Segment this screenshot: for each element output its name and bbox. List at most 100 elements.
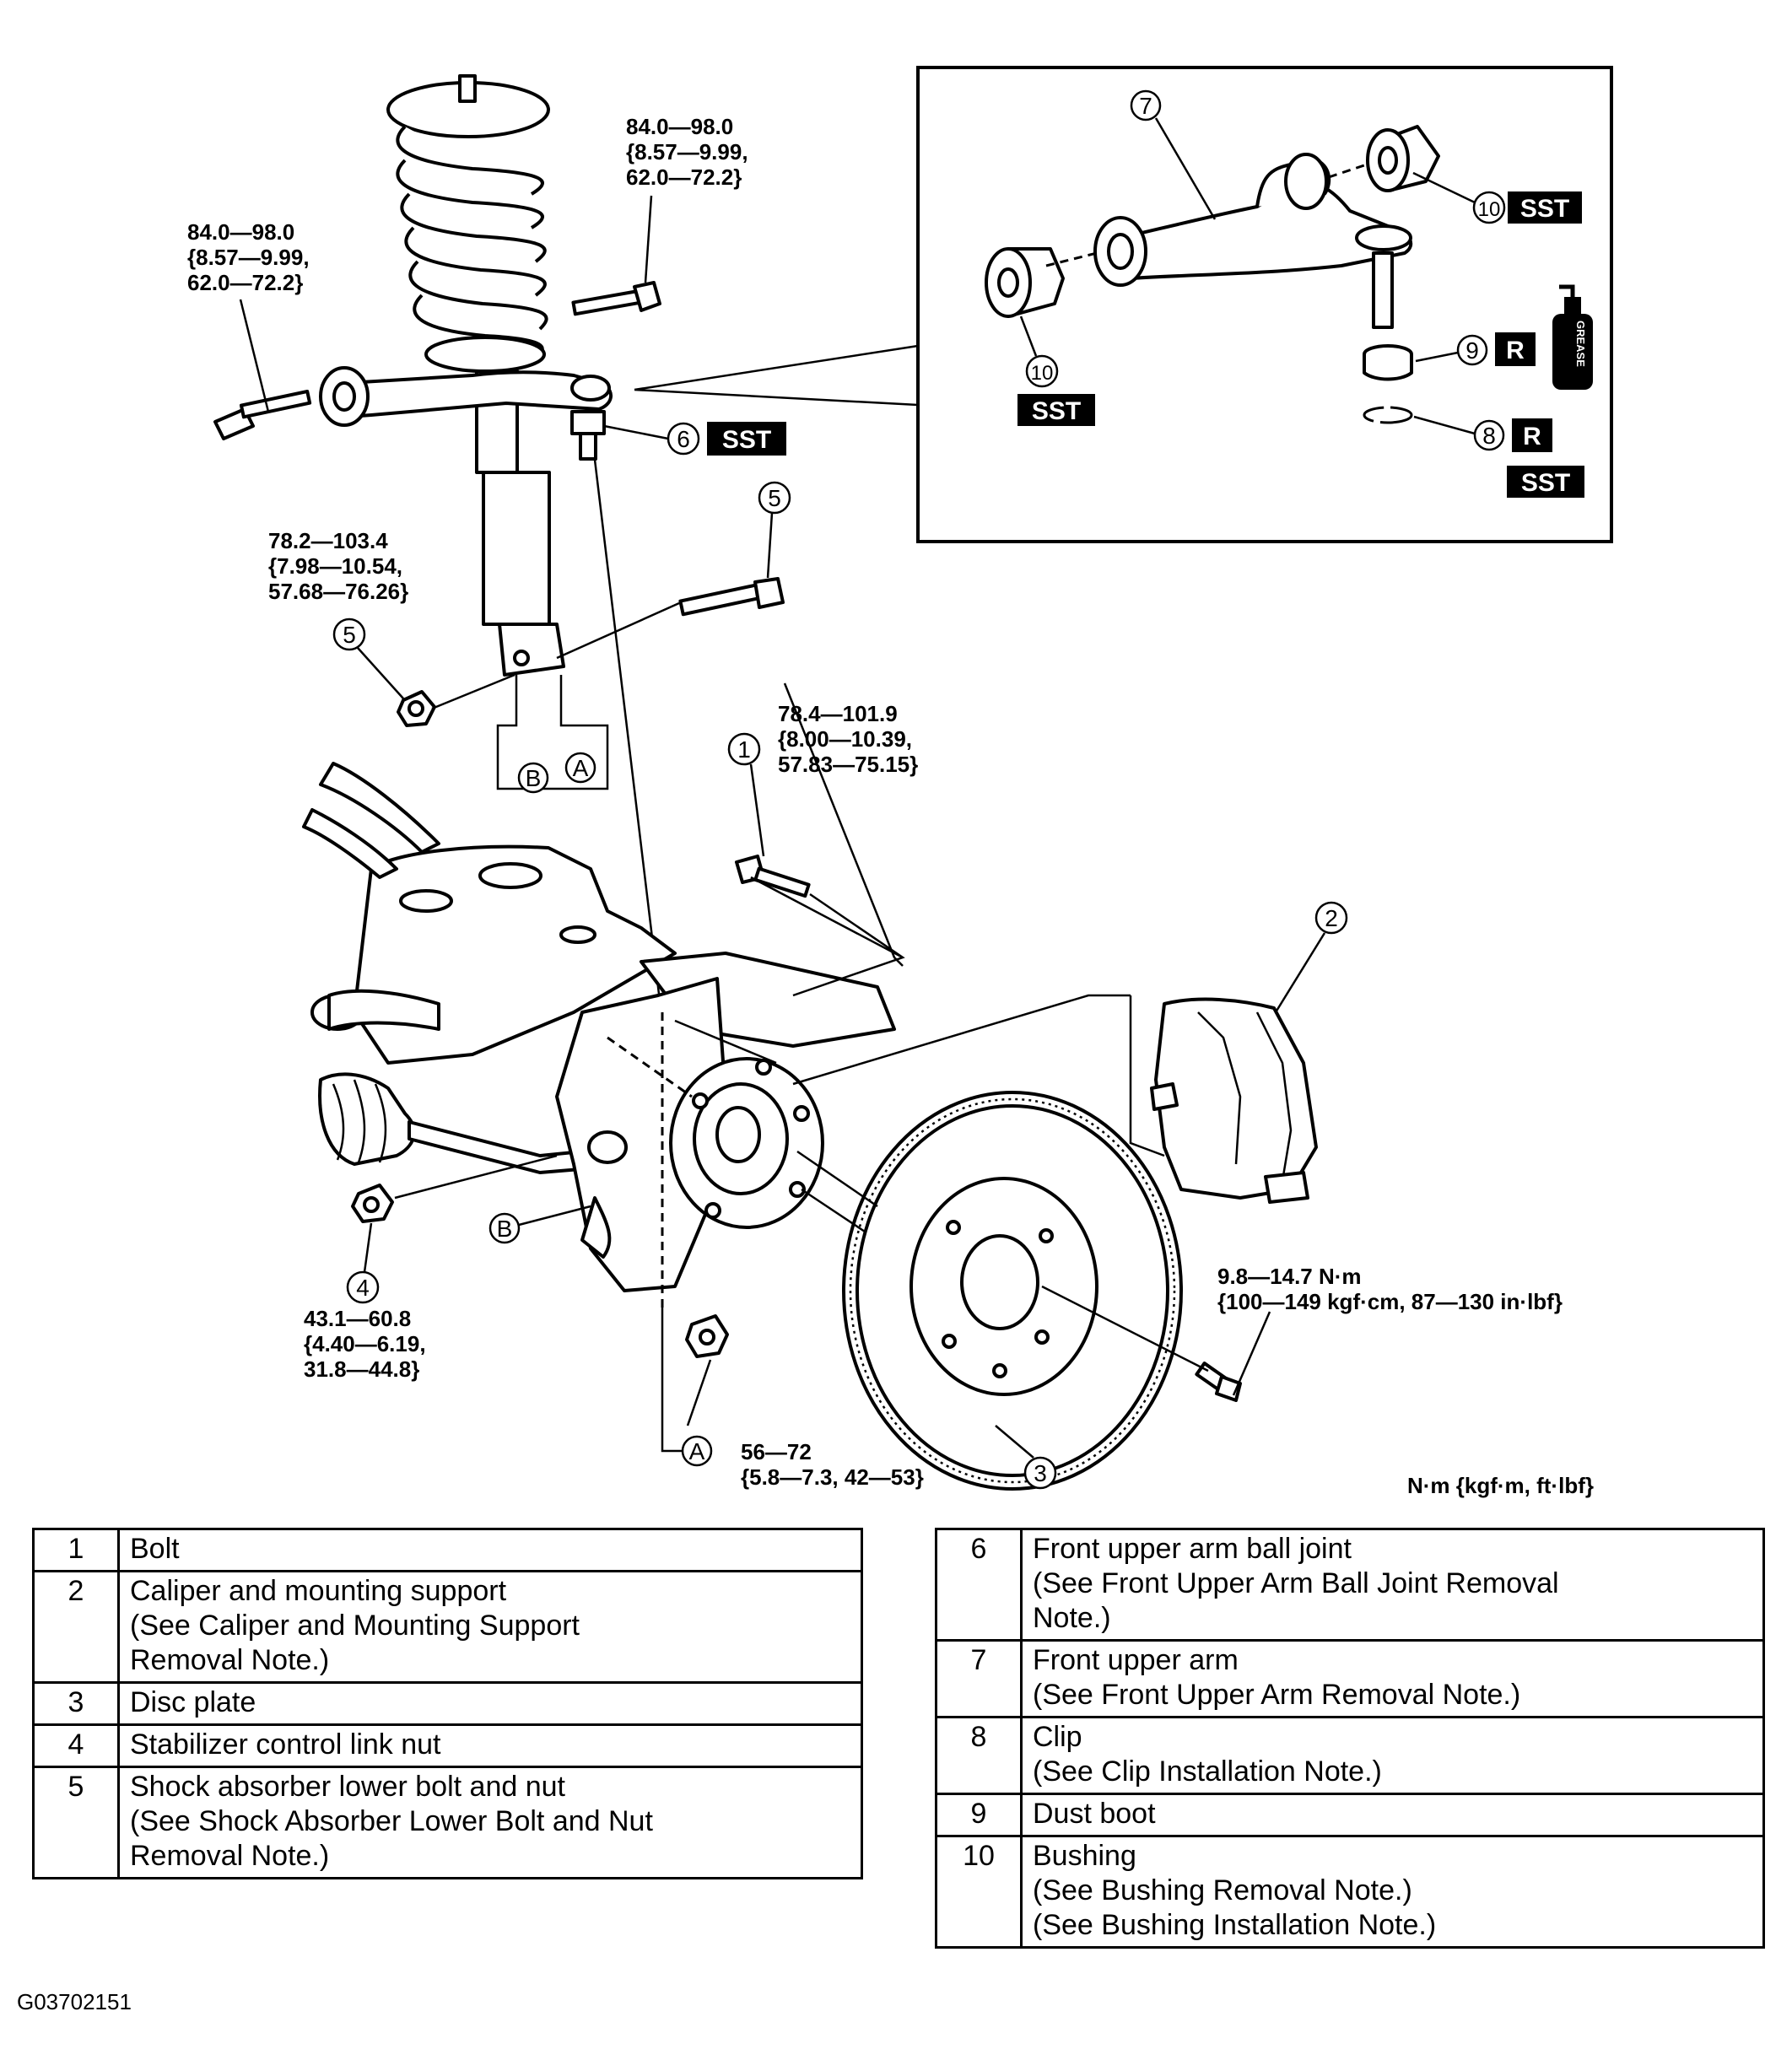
svg-text:SST: SST xyxy=(1520,195,1569,223)
svg-text:R: R xyxy=(1506,337,1525,364)
inset-pointer-lines xyxy=(634,344,919,407)
svg-text:57.83—75.15}: 57.83—75.15} xyxy=(778,752,918,777)
svg-text:3: 3 xyxy=(1034,1460,1047,1486)
units-note: N·m {kgf·m, ft·lbf} xyxy=(1407,1473,1594,1498)
sst-tag-8: SST xyxy=(1507,466,1584,498)
sst-tag-10-upper: SST xyxy=(1508,191,1582,224)
torque-label-shock-bolt: 78.2—103.4 {7.98—10.54, 57.68—76.26} xyxy=(268,528,408,604)
part-number-cell: 6 xyxy=(935,1528,1023,1642)
parts-table-row: 9 Dust boot xyxy=(935,1793,1765,1837)
torque-label-bolt-1: 78.4—101.9 {8.00—10.39, 57.83—75.15} xyxy=(778,701,918,777)
svg-text:62.0—72.2}: 62.0—72.2} xyxy=(626,164,742,190)
stabilizer-link-nut xyxy=(351,1184,394,1223)
torque-label-disc-screw: 9.8—14.7 N·m {100—149 kgf·cm, 87—130 in·… xyxy=(1217,1264,1563,1314)
inset-bushing-right xyxy=(1366,125,1440,192)
part-description-line: (See Bushing Removal Note.) xyxy=(1033,1874,1412,1906)
callout-B-lower: B xyxy=(488,1205,591,1244)
svg-text:A: A xyxy=(689,1438,705,1464)
svg-text:31.8—44.8}: 31.8—44.8} xyxy=(304,1356,419,1382)
parts-table-row: 6 Front upper arm ball joint(See Front Up… xyxy=(935,1528,1765,1642)
part-number-cell: 9 xyxy=(935,1793,1023,1837)
svg-text:GREASE: GREASE xyxy=(1574,321,1587,367)
bracket-ab xyxy=(496,675,609,790)
callout-A-lower: A xyxy=(681,1435,713,1467)
grease-can-icon: GREASE xyxy=(1552,284,1593,390)
part-description-line: Bushing xyxy=(1033,1840,1136,1872)
part-description-line: (See Front Upper Arm Ball Joint Removal xyxy=(1033,1567,1559,1599)
svg-text:9: 9 xyxy=(1465,337,1479,364)
inset-dust-boot xyxy=(1363,344,1413,381)
torque-label-upper-arm-left: 84.0—98.0 {8.57—9.99, 62.0—72.2} xyxy=(187,219,310,413)
part-description-line: (See Clip Installation Note.) xyxy=(1033,1755,1382,1788)
svg-text:A: A xyxy=(573,755,589,781)
part-description-line: Caliper and mounting support xyxy=(130,1575,507,1607)
part-description-cell: Front upper arm(See Front Upper Arm Remo… xyxy=(1020,1639,1765,1718)
part-description-line: Dust boot xyxy=(1033,1798,1156,1830)
svg-text:10: 10 xyxy=(1031,362,1054,385)
callout-8: 8 xyxy=(1413,415,1505,451)
part-description-line: Note.) xyxy=(1033,1602,1111,1634)
callout-A-upper: A xyxy=(564,752,596,784)
svg-text:B: B xyxy=(526,765,542,791)
callout-3: 3 xyxy=(995,1425,1057,1490)
coil-spring xyxy=(386,74,550,373)
svg-text:2: 2 xyxy=(1325,905,1338,931)
torque-label-upper-arm-right: 84.0—98.0 {8.57—9.99, 62.0—72.2} xyxy=(626,114,748,283)
svg-text:4: 4 xyxy=(356,1275,370,1301)
part-description-line: (See Front Upper Arm Removal Note.) xyxy=(1033,1679,1521,1711)
part-description-line: (See Shock Absorber Lower Bolt and Nut xyxy=(130,1805,653,1837)
shock-lower-nut xyxy=(397,690,436,727)
callout-7: 7 xyxy=(1130,89,1217,220)
svg-text:1: 1 xyxy=(737,736,751,763)
callout-9: 9 xyxy=(1415,334,1488,366)
callout-10-lower: 10 xyxy=(1019,315,1059,388)
front-upper-arm xyxy=(319,366,613,461)
disc-plate xyxy=(842,1091,1183,1491)
svg-text:SST: SST xyxy=(1521,469,1570,497)
r-tag-8: R xyxy=(1512,418,1552,452)
torque-label-stabilizer-nut: 43.1—60.8 {4.40—6.19, 31.8—44.8} xyxy=(304,1306,426,1382)
part-description-line: (See Bushing Installation Note.) xyxy=(1033,1909,1437,1941)
svg-text:57.68—76.26}: 57.68—76.26} xyxy=(268,579,408,604)
steering-boot xyxy=(310,989,440,1166)
part-description-line: Bolt xyxy=(130,1533,180,1565)
svg-text:9.8—14.7 N·m: 9.8—14.7 N·m xyxy=(1217,1264,1362,1289)
svg-text:{8.57—9.99,: {8.57—9.99, xyxy=(187,245,310,270)
callout-B-upper: B xyxy=(517,762,549,794)
upper-arm-bolt-right xyxy=(571,281,661,316)
part-number-cell: 7 xyxy=(935,1639,1023,1718)
caliper xyxy=(1150,997,1318,1204)
svg-text:B: B xyxy=(497,1216,513,1242)
callout-1: 1 xyxy=(727,732,765,857)
svg-text:78.4—101.9: 78.4—101.9 xyxy=(778,701,898,726)
svg-text:43.1—60.8: 43.1—60.8 xyxy=(304,1306,411,1331)
svg-text:R: R xyxy=(1523,423,1541,450)
callout-2: 2 xyxy=(1274,901,1348,1013)
part-number-cell: 10 xyxy=(935,1835,1023,1949)
part-description-line: Front upper arm ball joint xyxy=(1033,1533,1352,1565)
part-description-cell: Bolt xyxy=(117,1528,863,1572)
svg-text:78.2—103.4: 78.2—103.4 xyxy=(268,528,388,553)
callout-10-upper: 10 xyxy=(1412,171,1506,224)
svg-text:{4.40—6.19,: {4.40—6.19, xyxy=(304,1331,426,1356)
part-number-cell: 8 xyxy=(935,1716,1023,1795)
r-tag-9: R xyxy=(1495,332,1536,366)
svg-text:10: 10 xyxy=(1478,198,1501,221)
sst-tag-6: SST xyxy=(707,422,786,456)
upper-arm-bolt-left xyxy=(213,390,312,440)
svg-text:{7.98—10.54,: {7.98—10.54, xyxy=(268,553,402,579)
shock-absorber xyxy=(475,369,565,677)
svg-text:{8.57—9.99,: {8.57—9.99, xyxy=(626,139,748,164)
part-description-cell: Shock absorber lower bolt and nut(See Sh… xyxy=(117,1766,863,1879)
part-description-cell: Disc plate xyxy=(117,1681,863,1726)
caliper-leader xyxy=(674,994,1165,1157)
inset-bushing-left xyxy=(985,247,1065,318)
svg-text:SST: SST xyxy=(722,426,771,454)
part-description-cell: Caliper and mounting support(See Caliper… xyxy=(117,1570,863,1684)
part-description-line: Removal Note.) xyxy=(130,1840,330,1872)
